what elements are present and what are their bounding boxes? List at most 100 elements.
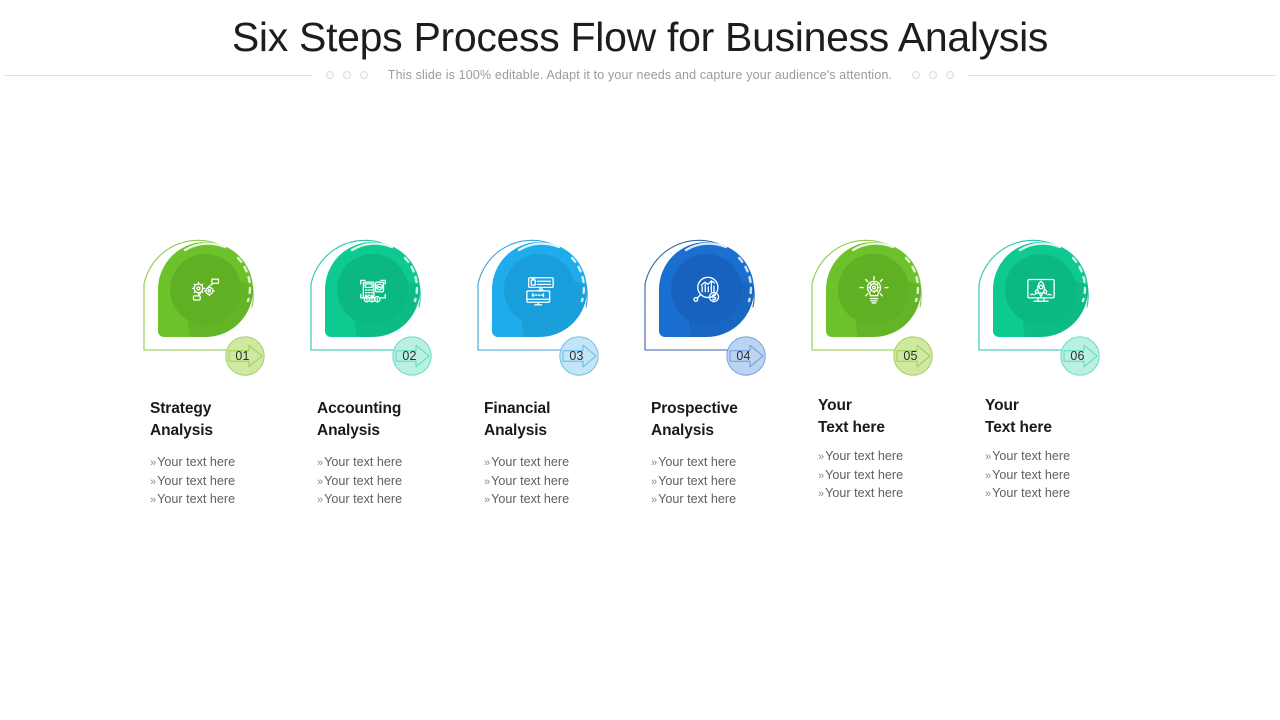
step-disc-inner — [1005, 254, 1076, 325]
rocket-monitor-icon — [1005, 254, 1076, 325]
chevron-double-right-icon: » — [651, 457, 658, 469]
bullet-text: Your text here — [658, 455, 737, 469]
bullet-text: Your text here — [992, 449, 1071, 463]
chevron-double-right-icon: » — [985, 488, 992, 500]
step-number-badge[interactable]: 02 — [392, 336, 432, 376]
step-graphic: 04 — [641, 232, 808, 377]
step-number-badge[interactable]: 04 — [726, 336, 766, 376]
slide-header: Six Steps Process Flow for Business Anal… — [0, 0, 1280, 92]
chevron-double-right-icon: » — [150, 494, 157, 506]
step-column-06: 06 Your Text here »Your text here»Your t… — [975, 232, 1142, 522]
chevron-double-right-icon: » — [317, 475, 324, 488]
step-number-badge[interactable]: 03 — [559, 336, 599, 376]
step-graphic: 03 — [474, 232, 641, 377]
bullet-text: Your text here — [491, 473, 570, 488]
step-number-label: 05 — [903, 349, 918, 363]
bullet-text: Your text here — [825, 486, 904, 500]
step-bullet-list: »Your text here»Your text here»Your text… — [651, 454, 811, 510]
step-heading: Financial Analysis — [484, 400, 551, 439]
step-bullet-list: »Your text here»Your text here»Your text… — [818, 448, 978, 504]
list-item: »Your text here — [985, 485, 1145, 504]
step-bullet-list: »Your text here»Your text here»Your text… — [484, 454, 644, 510]
list-item: »Your text here — [651, 491, 811, 510]
calculator-accounting-icon — [337, 254, 408, 325]
step-column-05: 05 Your Text here »Your text here»Your t… — [808, 232, 975, 522]
step-textblock: Your Text here »Your text here»Your text… — [818, 395, 978, 504]
step-column-01: 01 Strategy Analysis »Your text here»You… — [140, 232, 307, 522]
circle-outline-icon — [912, 71, 921, 79]
slide-subtitle: This slide is 100% editable. Adapt it to… — [387, 68, 893, 82]
bullet-text: Your text here — [658, 492, 737, 506]
step-textblock: Accounting Analysis »Your text here»Your… — [317, 398, 477, 510]
step-heading: Your Text here — [985, 397, 1052, 436]
step-disc-inner — [838, 254, 909, 325]
step-disc-inner — [671, 254, 742, 325]
list-item: »Your text here — [818, 448, 978, 467]
step-graphic: 05 — [808, 232, 975, 377]
list-item: »Your text here — [651, 473, 811, 492]
bullet-text: Your text here — [324, 473, 403, 488]
list-item: »Your text here — [317, 473, 477, 492]
bullet-text: Your text here — [992, 486, 1071, 500]
chevron-double-right-icon: » — [818, 451, 825, 463]
bullet-text: Your text here — [491, 455, 570, 469]
chevron-double-right-icon: » — [317, 494, 324, 506]
step-number-label: 04 — [736, 349, 751, 363]
chevron-double-right-icon: » — [484, 475, 491, 488]
header-dots-right — [898, 71, 968, 79]
step-number-label: 01 — [235, 349, 250, 363]
circle-outline-icon — [342, 71, 351, 79]
circle-outline-icon — [325, 71, 334, 79]
circle-outline-icon — [929, 71, 938, 79]
step-bullet-list: »Your text here»Your text here»Your text… — [985, 448, 1145, 504]
chevron-double-right-icon: » — [985, 451, 992, 463]
circle-outline-icon — [946, 71, 955, 79]
step-heading: Strategy Analysis — [150, 400, 213, 439]
bullet-text: Your text here — [491, 492, 570, 506]
chevron-double-right-icon: » — [985, 469, 992, 482]
chevron-double-right-icon: » — [150, 475, 157, 488]
header-dots-left — [312, 71, 382, 79]
step-column-04: 04 Prospective Analysis »Your text here»… — [641, 232, 808, 522]
header-rule-left — [3, 74, 312, 76]
chevron-double-right-icon: » — [317, 457, 324, 469]
list-item: »Your text here — [484, 454, 644, 473]
bullet-text: Your text here — [157, 455, 236, 469]
list-item: »Your text here — [651, 454, 811, 473]
step-number-badge[interactable]: 06 — [1060, 336, 1100, 376]
list-item: »Your text here — [150, 454, 310, 473]
step-column-03: 03 Financial Analysis »Your text here»Yo… — [474, 232, 641, 522]
gears-strategy-icon — [170, 254, 241, 325]
step-column-02: 02 Accounting Analysis »Your text here»Y… — [307, 232, 474, 522]
bullet-text: Your text here — [157, 492, 236, 506]
subtitle-row: This slide is 100% editable. Adapt it to… — [0, 66, 1280, 84]
step-number-badge[interactable]: 01 — [225, 336, 265, 376]
step-number-badge[interactable]: 05 — [893, 336, 933, 376]
step-number-label: 03 — [569, 349, 584, 363]
bullet-text: Your text here — [324, 455, 403, 469]
chevron-double-right-icon: » — [818, 488, 825, 500]
bullet-text: Your text here — [324, 492, 403, 506]
list-item: »Your text here — [317, 454, 477, 473]
steps-container: 01 Strategy Analysis »Your text here»You… — [140, 232, 1140, 522]
step-number-label: 02 — [402, 349, 417, 363]
chevron-double-right-icon: » — [651, 494, 658, 506]
list-item: »Your text here — [317, 491, 477, 510]
list-item: »Your text here — [150, 473, 310, 492]
list-item: »Your text here — [985, 448, 1145, 467]
header-rule-right — [968, 74, 1277, 76]
chevron-double-right-icon: » — [484, 457, 491, 469]
chevron-double-right-icon: » — [651, 475, 658, 488]
page-title: Six Steps Process Flow for Business Anal… — [231, 14, 1049, 60]
list-item: »Your text here — [985, 467, 1145, 486]
list-item: »Your text here — [818, 485, 978, 504]
secure-payment-monitor-icon — [504, 254, 575, 325]
step-textblock: Prospective Analysis »Your text here»You… — [651, 398, 811, 510]
step-bullet-list: »Your text here»Your text here»Your text… — [317, 454, 477, 510]
bullet-text: Your text here — [157, 473, 236, 488]
step-bullet-list: »Your text here»Your text here»Your text… — [150, 454, 310, 510]
circle-outline-icon — [359, 71, 368, 79]
step-textblock: Financial Analysis »Your text here»Your … — [484, 398, 644, 510]
step-graphic: 06 — [975, 232, 1142, 377]
